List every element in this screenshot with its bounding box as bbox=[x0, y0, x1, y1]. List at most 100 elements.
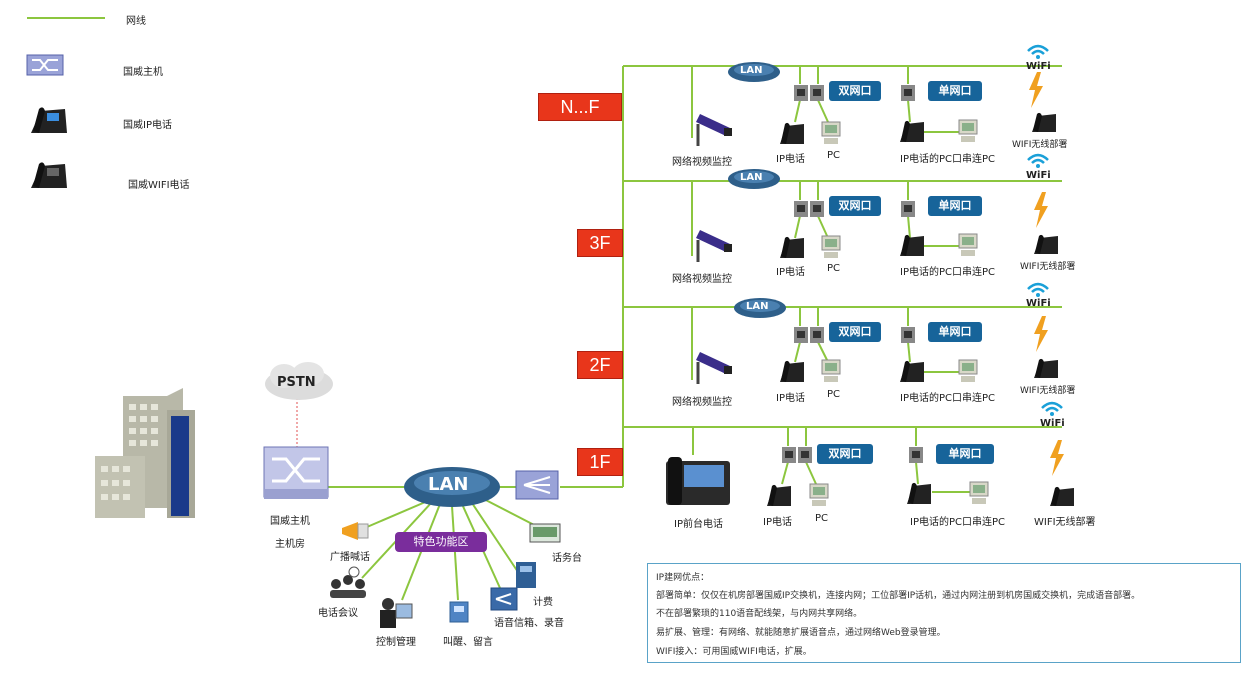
pc-2f-icon bbox=[821, 359, 841, 382]
lan-3f-label: LAN bbox=[740, 172, 763, 183]
bolt-3f-icon bbox=[1034, 192, 1048, 228]
ip-phone-1f-icon bbox=[767, 484, 791, 506]
machine-room-label: 主机房 bbox=[275, 539, 305, 550]
ip-phone-nf-label: IP电话 bbox=[776, 154, 805, 165]
operator-label: 话务台 bbox=[552, 553, 582, 564]
dual-port-nf-badge: 双网口 bbox=[829, 81, 881, 101]
wifi-2f-icon bbox=[1027, 282, 1049, 297]
control-label: 控制管理 bbox=[376, 637, 416, 648]
pstn-label: PSTN bbox=[277, 375, 316, 390]
dual-port-3f-badge: 双网口 bbox=[829, 196, 881, 216]
ip-phone-legend-icon bbox=[31, 107, 67, 133]
floor-tag-1f: 1F bbox=[577, 448, 623, 476]
conference-label: 电话会议 bbox=[318, 608, 358, 619]
billing-icon bbox=[516, 562, 536, 588]
dual-port-2f-badge: 双网口 bbox=[829, 322, 881, 342]
chain-phone-3f-icon bbox=[900, 234, 924, 256]
lan-cloud-icon bbox=[404, 467, 500, 507]
video-nf-label: 网络视频监控 bbox=[672, 157, 732, 168]
ip-pc-chain-nf-label: IP电话的PC口串连PC bbox=[900, 154, 996, 165]
wifi-phone-1f-icon bbox=[1050, 486, 1074, 506]
building-icon bbox=[95, 388, 195, 518]
wifi-phone-nf-icon bbox=[1032, 112, 1056, 132]
chain-pc-2f-icon bbox=[958, 359, 978, 382]
single-port-1f-badge: 单网口 bbox=[936, 444, 994, 464]
wifi-3f-icon bbox=[1027, 153, 1049, 168]
video-3f-label: 网络视频监控 bbox=[672, 274, 732, 285]
wifi-deploy-nf-label: WIFI无线部署 bbox=[1012, 140, 1068, 150]
wifi-phone-3f-icon bbox=[1034, 234, 1058, 254]
wifi-nf-icon bbox=[1027, 44, 1049, 59]
wifi-deploy-2f-label: WIFI无线部署 bbox=[1020, 386, 1076, 396]
floor-tag-2f: 2F bbox=[577, 351, 623, 379]
lan-cloud-nf-icon bbox=[728, 62, 780, 82]
ip-phone-2f-label: IP电话 bbox=[776, 393, 805, 404]
bolt-1f-icon bbox=[1050, 440, 1064, 476]
lan-cloud-label: LAN bbox=[428, 474, 469, 495]
pc-1f-label: PC bbox=[815, 513, 829, 524]
chain-phone-nf-icon bbox=[900, 120, 924, 142]
info-line-1: 部署简单：仅仅在机房部署国威IP交换机，连接内网；工位部署IP话机，通过内网注册… bbox=[656, 591, 1141, 601]
wifi-1f-label: WiFi bbox=[1040, 418, 1065, 429]
chain-phone-2f-icon bbox=[900, 360, 924, 382]
legend-ip-phone-label: 国威IP电话 bbox=[123, 120, 172, 131]
wifi-phone-2f-icon bbox=[1034, 358, 1058, 378]
camera-2f-icon bbox=[696, 352, 732, 384]
voicemail-icon bbox=[490, 587, 518, 611]
camera-3f-icon bbox=[696, 230, 732, 262]
host-label: 国威主机 bbox=[270, 516, 310, 527]
single-port-nf-icon bbox=[901, 85, 915, 101]
ip-phone-1f-label: IP电话 bbox=[763, 517, 792, 528]
floor-switch-icon bbox=[515, 470, 559, 500]
front-desk-label: IP前台电话 bbox=[674, 519, 723, 530]
ip-phone-3f-icon bbox=[780, 236, 804, 258]
legend-line-label: 网线 bbox=[126, 16, 146, 27]
ip-phone-2f-icon bbox=[780, 360, 804, 382]
wifi-nf-label: WiFi bbox=[1026, 61, 1051, 72]
host-switch-icon bbox=[263, 446, 329, 499]
floor-tag-nf: N...F bbox=[538, 93, 622, 121]
info-line-2: 不在部署繁琐的110语音配线架，与内网共享网络。 bbox=[656, 609, 863, 619]
single-port-2f-badge: 单网口 bbox=[928, 322, 982, 342]
dual-port-2f-icon bbox=[794, 327, 824, 343]
wifi-deploy-3f-label: WIFI无线部署 bbox=[1020, 262, 1076, 272]
wakeup-label: 叫醒、留言 bbox=[443, 637, 493, 648]
wifi-3f-label: WiFi bbox=[1026, 170, 1051, 181]
pc-nf-icon bbox=[821, 121, 841, 144]
ip-phone-3f-label: IP电话 bbox=[776, 267, 805, 278]
chain-phone-1f-icon bbox=[907, 482, 931, 504]
pc-3f-label: PC bbox=[827, 263, 841, 274]
pc-3f-icon bbox=[821, 235, 841, 258]
megaphone-icon bbox=[342, 522, 369, 540]
legend-host-label: 国威主机 bbox=[123, 67, 163, 78]
chain-pc-3f-icon bbox=[958, 233, 978, 256]
wifi-phone-legend-icon bbox=[31, 162, 67, 188]
chain-pc-1f-icon bbox=[969, 481, 989, 504]
dual-port-1f-badge: 双网口 bbox=[817, 444, 873, 464]
ip-pc-chain-1f-label: IP电话的PC口串连PC bbox=[910, 517, 1006, 528]
info-line-4: WIFI接入：可用国威WIFI电话，扩展。 bbox=[656, 647, 812, 657]
pc-1f-icon bbox=[809, 483, 829, 506]
lan-cloud-3f-icon bbox=[728, 169, 780, 189]
bolt-2f-icon bbox=[1034, 316, 1048, 352]
camera-nf-icon bbox=[696, 114, 732, 146]
lan-nf-label: LAN bbox=[740, 65, 763, 76]
ip-phone-nf-icon bbox=[780, 122, 804, 144]
control-icon bbox=[380, 598, 413, 628]
info-line-3: 易扩展、管理：有网络、就能随意扩展语音点，通过网络Web登录管理。 bbox=[656, 628, 946, 638]
legend-wifi-phone-label: 国威WIFI电话 bbox=[128, 180, 190, 191]
ip-pc-chain-2f-label: IP电话的PC口串连PC bbox=[900, 393, 996, 404]
operator-icon bbox=[529, 523, 561, 543]
lan-2f-label: LAN bbox=[746, 301, 769, 312]
ip-pc-chain-3f-label: IP电话的PC口串连PC bbox=[900, 267, 996, 278]
conference-icon bbox=[330, 566, 366, 598]
video-2f-label: 网络视频监控 bbox=[672, 397, 732, 408]
voicemail-label: 语音信箱、录音 bbox=[494, 618, 564, 629]
chain-pc-nf-icon bbox=[958, 119, 978, 142]
single-port-1f-icon bbox=[909, 447, 923, 463]
single-port-2f-icon bbox=[901, 327, 915, 343]
host-legend-icon bbox=[26, 54, 64, 76]
info-title: IP建网优点： bbox=[656, 573, 710, 583]
wifi-2f-label: WiFi bbox=[1026, 298, 1051, 309]
